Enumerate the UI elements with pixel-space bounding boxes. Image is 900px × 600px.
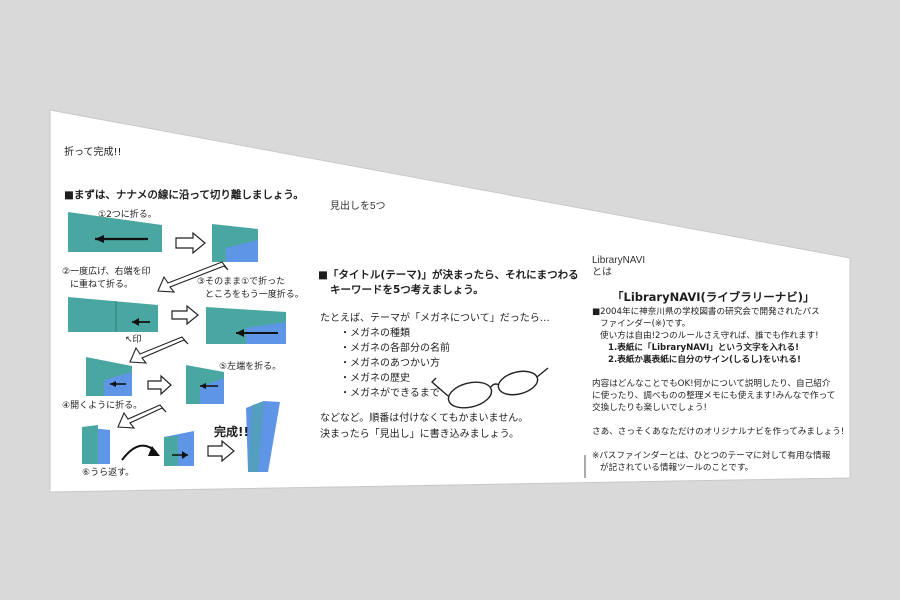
body-line: ※パスファインダーとは、ひとつのテーマに対して有用な情報 [592,451,831,461]
panel3-title: 「LibraryNAVI(ライブラリーナビ)」 [612,290,815,304]
mark-caption: ↖印 [125,335,142,345]
step1-caption: ①2つに折る。 [98,210,157,220]
body-line: が記されている情報ツールのことです。 [600,463,754,473]
body-line: ファインダー(※)です。 [600,319,691,329]
fold-diagram-step2 [68,297,158,332]
arrow-right-icon [207,439,235,463]
body-line: 交換したりも楽しいでしょう! [592,403,707,413]
arrow-down-left-icon [157,261,229,293]
fold-diagram-step1 [68,212,162,252]
body-line [592,438,844,450]
keyword-item: ・メガネのあつかい方 [340,358,440,369]
keyword-item: ・メガネの種類 [340,328,410,339]
body-line: さあ、さっそくあなただけのオリジナルナビを作ってみましょう! [592,427,845,437]
step6-caption: ⑥うら返す。 [82,468,135,478]
arrow-right-icon [147,374,172,396]
keyword-item: ・メガネの各部分の名前 [340,343,450,354]
body-line: ■2004年に神奈川県の学校図書の研究会で開発されたパス [592,307,820,317]
panel3-body: ■2004年に神奈川県の学校図書の研究会で開発されたパス ファインダー(※)です… [592,306,844,474]
fold-diagram-step6-b [164,431,194,466]
panel1-heading: ■まずは、ナナメの線に沿って切り離しましょう。 [64,189,304,201]
panel3-label-line1: LibraryNAVI [592,255,646,266]
body-line: 内容はどんなことでもOK!何かについて説明したり、自己紹介 [592,379,831,389]
panel2-intro-line2: キーワードを5つ考えましょう。 [330,284,484,296]
fold-diagram-step1-result [212,224,258,262]
fold-diagram-step3 [206,307,286,344]
done-caption: 完成!! [214,425,249,439]
arrow-right-icon [171,304,199,326]
keyword-item: ・メガネができるまで [340,388,440,399]
fold-diagram-finished [246,401,280,472]
panel3-label-line2: とは [592,267,612,278]
panel2-outro-line2: 決まったら「見出し」に書き込みましょう。 [320,429,519,440]
panel2-example-line: たとえば、テーマが「メガネについて」だったら… [320,313,550,324]
arrow-down-left-icon [129,336,189,364]
fold-diagram-step5 [186,365,224,404]
body-line [592,414,844,426]
panel2-title: 見出しを5つ [330,201,386,212]
arrow-down-left-icon [117,404,167,429]
body-line: 1.表紙に「LibraryNAVI」という文字を入れる! [608,343,800,353]
paper-sheet [49,109,851,493]
step2-caption-line1: ②一度広げ、右端を印 [62,267,151,277]
step5-caption: ⑤左端を折る。 [219,362,282,372]
fold-complete-label: 折って完成!! [64,147,122,158]
step3-caption-line2: ところをもう一度折る。 [205,290,304,300]
keyword-list: ・メガネの種類 ・メガネの各部分の名前 ・メガネのあつかい方 ・メガネの歴史 ・… [340,326,450,401]
body-line: に使ったり、調べものの整理メモにも使えます!みんなで作って [592,391,836,401]
panel2-intro-line1: ■「タイトル(テーマ)」が決まったら、それにまつわる [318,269,579,281]
glasses-icon [430,367,549,409]
arrow-right-icon [175,231,206,255]
fold-diagram-step6-a [82,425,110,464]
step4-caption: ④開くように折る。 [62,401,143,411]
fold-diagram-step4 [86,357,132,396]
curved-arrow-icon [121,444,160,461]
body-line: 2.表紙か裏表紙に自分のサイン(しるし)をいれる! [608,355,801,365]
keyword-item: ・メガネの歴史 [340,373,410,384]
step2-caption-line2: に重ねて折る。 [70,280,134,290]
body-line: 使い方は自由!2つのルールさえ守れば、誰でも作れます! [600,331,819,341]
step3-caption-line1: ③そのまま①で折った [197,277,286,287]
panel2-outro-line1: などなど。順番は付けなくてもかまいません。 [320,413,529,424]
body-line [592,366,844,378]
